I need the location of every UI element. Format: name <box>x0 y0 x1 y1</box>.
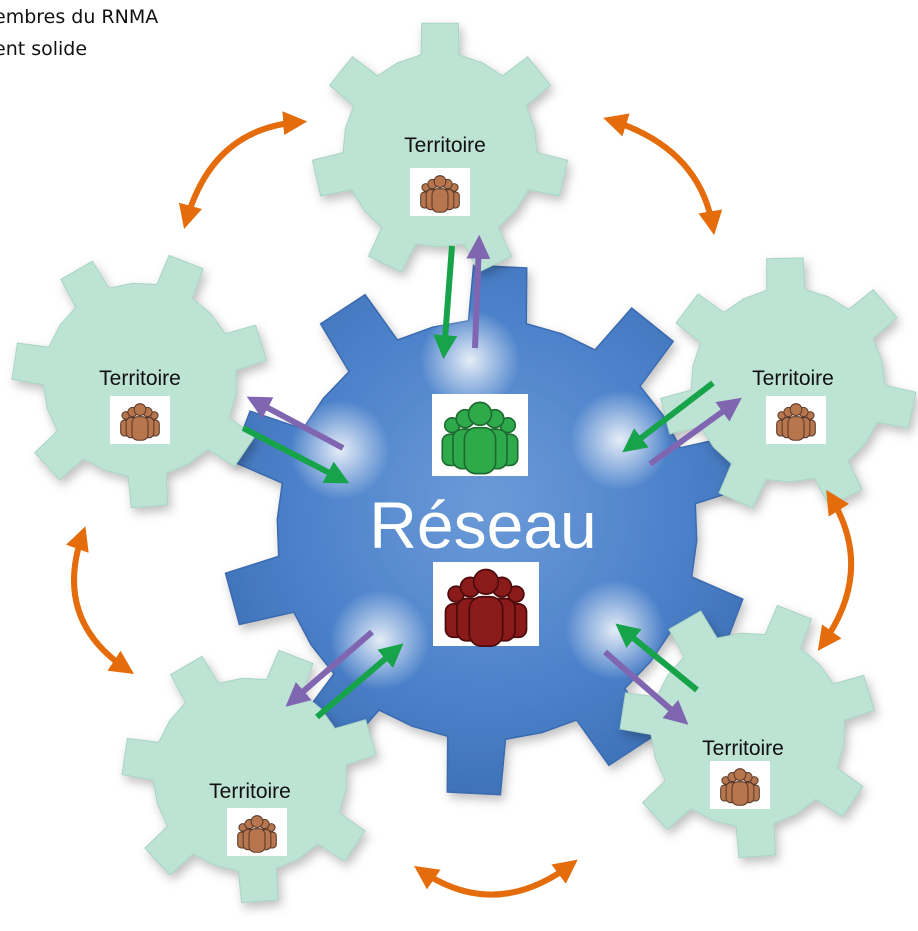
arrow-hub-to-territory <box>648 397 742 467</box>
arrow-territory-exchange <box>178 111 308 229</box>
hub-glow-spot <box>565 580 665 680</box>
territory-label-bottom-right: Territoire <box>702 737 784 760</box>
arrow-hub-to-territory <box>466 234 491 349</box>
caption-line-2: ent solide <box>0 38 88 60</box>
arrow-hub-to-territory <box>246 396 345 451</box>
territory-gear-left <box>11 254 268 509</box>
arrow-territory-to-hub <box>622 380 715 453</box>
people-icon <box>433 562 539 647</box>
territory-label-bottom-left: Territoire <box>209 780 291 803</box>
arrow-territory-exchange <box>66 526 135 674</box>
arrow-territory-exchange <box>817 489 855 651</box>
territory-label-top: Territoire <box>404 134 486 157</box>
arrow-territory-to-hub <box>315 643 404 720</box>
people-icon <box>410 168 470 216</box>
hub-label: Réseau <box>369 488 597 562</box>
hub-glow-spot <box>570 390 670 490</box>
hub-glow-spot <box>330 590 430 690</box>
arrow-territory-to-hub <box>241 425 350 484</box>
territory-gear-top <box>311 22 569 273</box>
arrow-hub-to-territory <box>603 649 689 725</box>
arrow-territory-exchange <box>414 859 578 898</box>
arrow-hub-to-territory <box>285 629 374 707</box>
arrow-territory-to-hub <box>433 245 458 360</box>
territory-gear-bottom-left <box>121 649 378 904</box>
caption-line-1: embres du RNMA <box>0 6 159 28</box>
people-icon <box>227 808 287 856</box>
arrow-territory-exchange <box>603 113 723 236</box>
hub-glow-spot <box>290 400 390 500</box>
territory-gear-bottom-right <box>619 604 876 859</box>
people-icon <box>766 396 826 444</box>
people-icon <box>432 394 528 476</box>
people-icon <box>110 396 170 444</box>
arrow-territory-to-hub <box>615 623 699 693</box>
territory-label-right: Territoire <box>752 367 834 390</box>
territory-label-left: Territoire <box>99 367 181 390</box>
people-icon <box>710 761 770 809</box>
